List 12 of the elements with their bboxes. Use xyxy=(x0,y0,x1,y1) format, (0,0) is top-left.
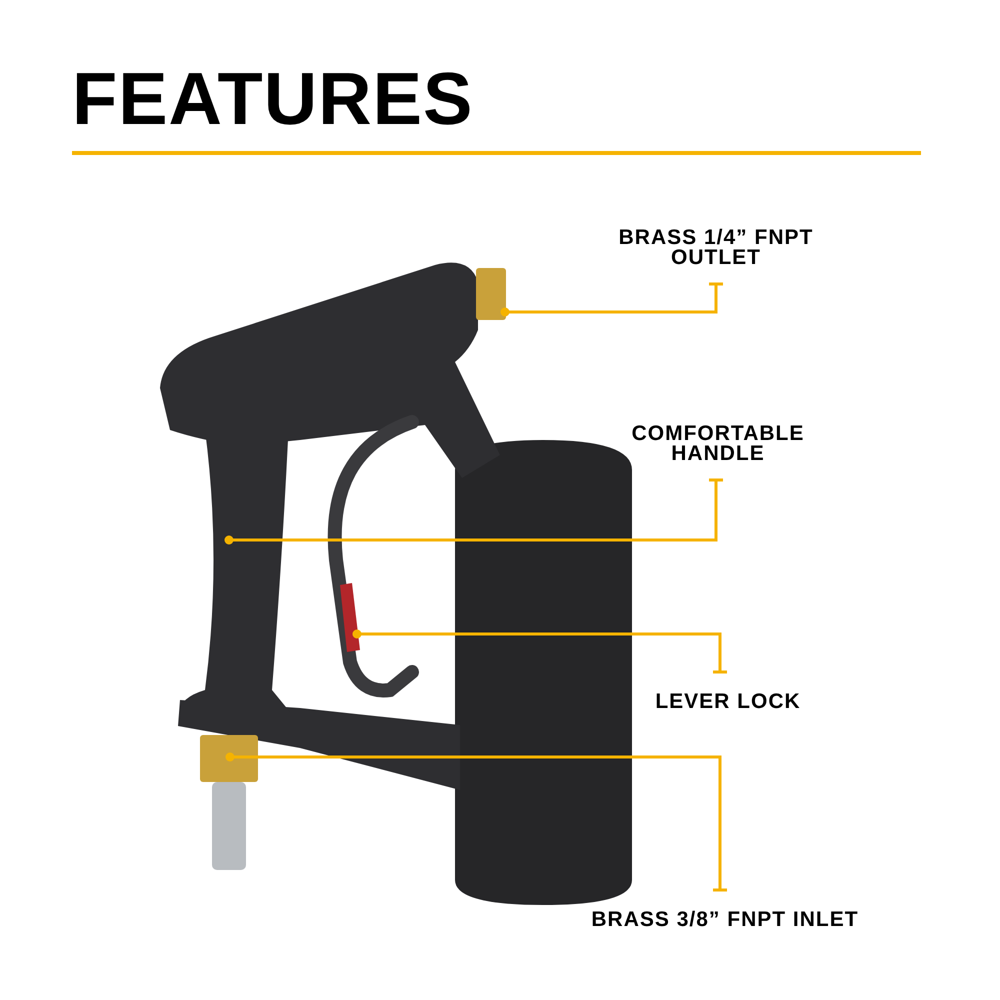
callout-label: BRASS 1/4” FNPT OUTLET xyxy=(586,228,846,284)
callout-label: COMFORTABLE HANDLE xyxy=(588,424,848,480)
callout-label: BRASS 3/8” FNPT INLET xyxy=(560,890,890,930)
leader-line xyxy=(352,630,728,674)
lever-lock xyxy=(340,583,360,652)
callout-label: LEVER LOCK xyxy=(618,672,838,712)
outlet-fitting xyxy=(476,268,506,320)
inlet-fitting xyxy=(200,735,258,782)
leader-line xyxy=(224,478,724,544)
leader-line xyxy=(226,752,728,892)
heading: FEATURES xyxy=(72,62,474,136)
leader-line xyxy=(500,282,724,316)
